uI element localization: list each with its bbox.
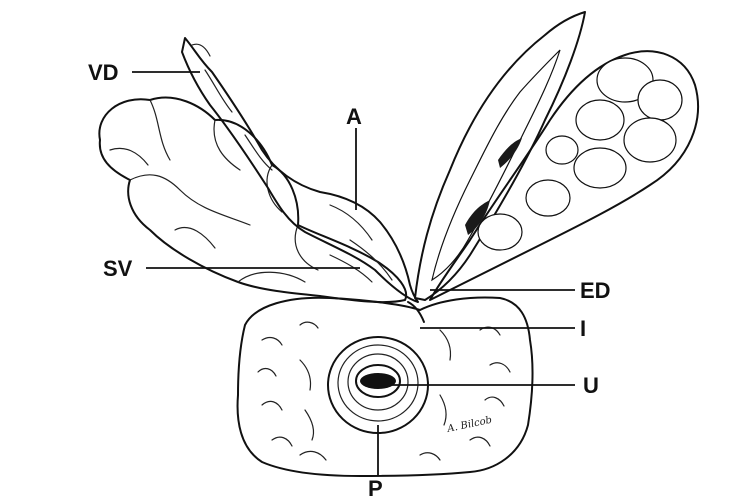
label-u: U xyxy=(583,373,599,398)
ejaculatory-duct-drawing xyxy=(408,302,424,322)
label-a: A xyxy=(346,104,362,129)
label-i: I xyxy=(580,316,586,341)
label-vd: VD xyxy=(88,60,119,85)
artist-signature: A. Bilcob xyxy=(445,415,493,435)
vesicle-cross-section-drawing xyxy=(430,51,698,300)
label-p: P xyxy=(368,476,383,500)
label-ed: ED xyxy=(580,278,611,303)
label-sv: SV xyxy=(103,256,133,281)
vas-deferens-drawing xyxy=(182,38,418,302)
